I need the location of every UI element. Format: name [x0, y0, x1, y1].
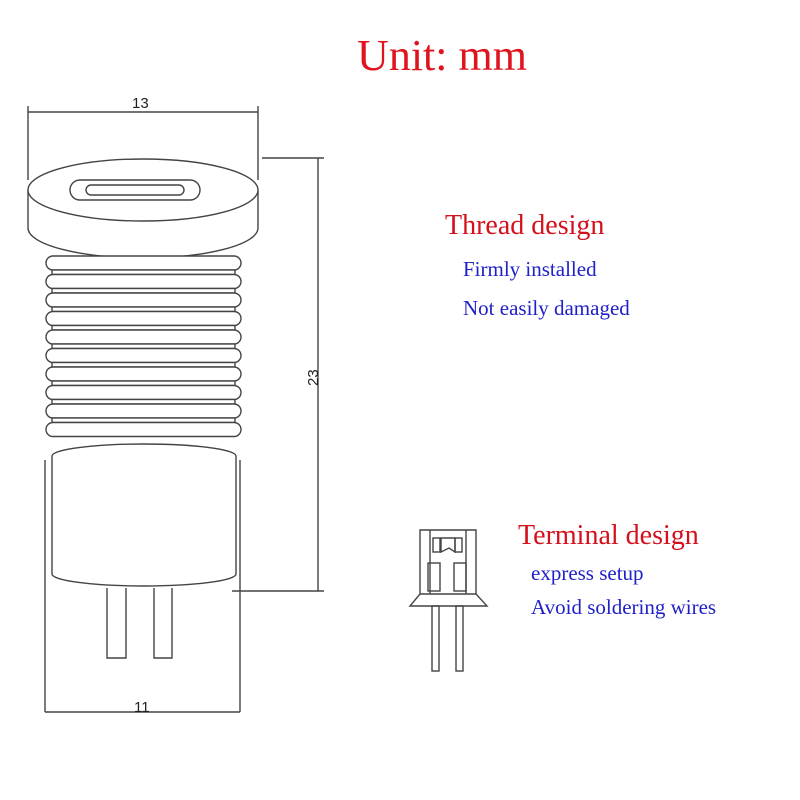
connector-body	[51, 443, 237, 587]
terminal-feature-2: Avoid soldering wires	[531, 595, 717, 619]
thread-ring	[45, 310, 242, 327]
thread-ring	[45, 273, 242, 290]
thread-ring	[45, 366, 242, 382]
bottom-width-dimension	[44, 460, 241, 713]
thread-rings	[45, 255, 242, 438]
terminal-feature-1: express setup	[531, 561, 644, 585]
thread-ring	[45, 292, 242, 308]
height-dimension	[232, 157, 324, 592]
thread-ring	[45, 384, 242, 401]
thread-feature-2: Not easily damaged	[463, 296, 630, 320]
terminal-icon	[408, 529, 489, 672]
top-width-label: 13	[132, 95, 149, 112]
thread-ring	[45, 421, 242, 438]
terminal-design-heading: Terminal design	[518, 520, 699, 551]
connector-cap	[27, 158, 259, 259]
thread-ring	[45, 255, 242, 271]
unit-title: Unit: mm	[357, 31, 527, 80]
height-label: 23	[305, 369, 322, 386]
thread-feature-1: Firmly installed	[463, 257, 597, 281]
bottom-width-label: 11	[134, 699, 150, 716]
thread-ring	[45, 329, 242, 345]
top-width-dimension	[27, 106, 259, 180]
usb-port-outline	[69, 179, 201, 201]
thread-design-heading: Thread design	[445, 210, 605, 241]
thread-ring	[45, 403, 242, 419]
thread-ring	[45, 347, 242, 364]
connector-pins	[106, 588, 173, 659]
